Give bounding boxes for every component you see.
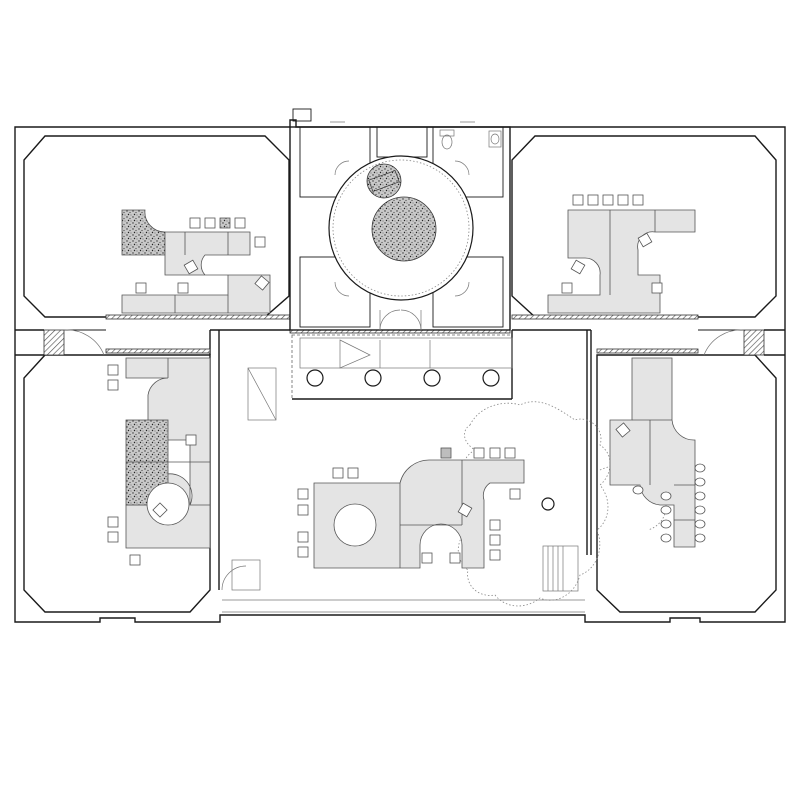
door-swing-icon <box>379 309 401 331</box>
corridor-wall-left <box>105 314 291 320</box>
core-room-n <box>376 126 428 158</box>
core-room-ne <box>432 126 504 198</box>
column-icon <box>364 369 382 387</box>
speckled-desk <box>121 209 166 256</box>
wall-pier-right <box>743 329 765 356</box>
central-hall-desk <box>297 447 525 569</box>
storage-unit <box>247 367 277 421</box>
desk-cluster-top-left <box>121 209 271 314</box>
column-icon <box>306 369 324 387</box>
column-icon <box>482 369 500 387</box>
building-envelope <box>14 108 786 623</box>
wall-pier-left <box>43 329 65 356</box>
corridor-walls <box>15 314 785 356</box>
column-icon <box>541 497 555 511</box>
tree-canopy-icon <box>457 401 611 607</box>
column-icon <box>423 369 441 387</box>
room-top-right <box>511 135 777 318</box>
desk-cluster-bottom-right <box>609 357 706 548</box>
core-room-nw <box>299 126 371 198</box>
stair-icon <box>542 545 579 592</box>
round-stool <box>366 163 402 199</box>
room-bottom-right <box>596 354 777 613</box>
door-swing-icon <box>63 329 105 356</box>
corridor-wall-left-lower <box>105 348 211 354</box>
portico <box>291 330 513 400</box>
stair-icon <box>221 559 261 591</box>
corridor-wall-right-lower <box>596 348 699 354</box>
door-swing-icon <box>400 309 422 331</box>
door-swing-icon <box>703 329 745 356</box>
round-table <box>371 196 437 262</box>
central-core <box>289 121 511 331</box>
chimney-stack <box>292 108 312 122</box>
ramp-arrow-icon <box>339 339 371 369</box>
toilet-icon <box>439 129 455 150</box>
desk-cluster-top-right <box>547 194 696 314</box>
corridor-wall-right <box>511 314 699 320</box>
sink-icon <box>488 130 502 148</box>
main-hall <box>210 329 667 613</box>
desk-cluster-bottom-left <box>107 357 211 566</box>
